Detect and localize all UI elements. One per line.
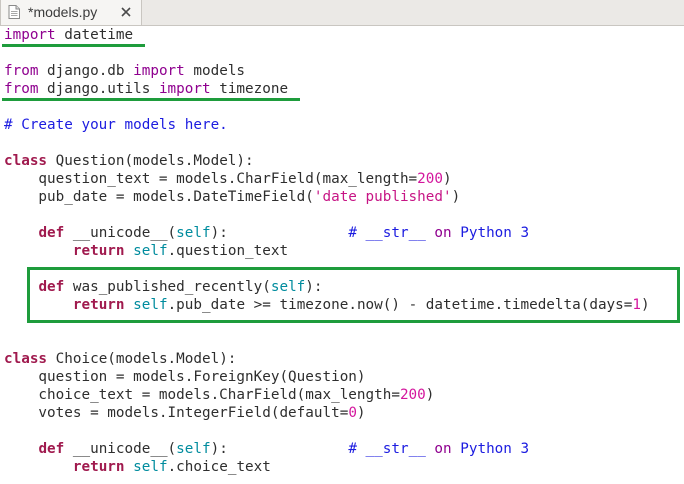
code-token: ) xyxy=(451,189,461,205)
code-token: self xyxy=(270,279,306,295)
code-token: votes = models.IntegerField(default= xyxy=(4,405,349,421)
code-token: Choice(models.Model): xyxy=(47,351,237,367)
code-token: ): xyxy=(210,441,349,457)
code-token: import xyxy=(4,27,56,43)
code-token: self xyxy=(176,225,211,241)
code-token: ): xyxy=(305,279,323,295)
code-token: 0 xyxy=(348,405,357,421)
code-token: ): xyxy=(210,225,349,241)
code-token: 200 xyxy=(417,171,443,187)
code-line: return self.pub_date >= timezone.now() -… xyxy=(4,296,650,314)
code-token: return xyxy=(72,297,125,313)
tab-bar: *models.py xyxy=(0,0,684,26)
code-token: ) xyxy=(443,171,452,187)
code-token xyxy=(125,459,134,475)
code-token: 200 xyxy=(399,387,426,403)
code-token: from xyxy=(4,81,39,97)
annotation-underline-import-datetime xyxy=(2,44,145,47)
code-token: question_text = models.CharField(max_len… xyxy=(4,171,418,187)
code-line: question = models.ForeignKey(Question) xyxy=(4,368,366,386)
code-token: django.db xyxy=(38,63,134,79)
code-token: Question(models.Model): xyxy=(47,153,254,169)
code-token xyxy=(4,225,38,241)
code-line: def __unicode__(self): # __str__ on Pyth… xyxy=(4,224,529,242)
code-token: import xyxy=(133,63,185,79)
code-token: # Create your models here. xyxy=(4,117,228,133)
code-token xyxy=(4,459,73,475)
code-token: 'date published' xyxy=(313,189,452,205)
code-line: votes = models.IntegerField(default=0) xyxy=(4,404,366,422)
code-token: __unicode__( xyxy=(64,225,177,241)
code-line: question_text = models.CharField(max_len… xyxy=(4,170,452,188)
code-token: Python 3 xyxy=(451,441,530,457)
code-token: 1 xyxy=(632,297,641,313)
code-editor[interactable]: import datetime from django.db import mod… xyxy=(0,26,684,484)
code-token: pub_date = models.DateTimeField( xyxy=(4,189,314,205)
code-token xyxy=(4,441,38,457)
code-token: on xyxy=(434,441,452,457)
code-line: return self.question_text xyxy=(4,242,288,260)
code-token: # __str__ xyxy=(348,441,435,457)
code-token xyxy=(4,243,73,259)
code-token: ) xyxy=(425,387,435,403)
code-token: choice_text = models.CharField(max_lengt… xyxy=(4,387,400,403)
code-token: self xyxy=(176,441,211,457)
code-token: def xyxy=(38,279,65,295)
code-token: from xyxy=(4,63,39,79)
code-token: # __str__ xyxy=(348,225,435,241)
file-icon xyxy=(8,5,20,19)
code-line: # Create your models here. xyxy=(4,116,228,134)
code-token: datetime xyxy=(55,27,134,43)
code-token: timezone xyxy=(210,81,289,97)
close-icon[interactable] xyxy=(120,6,132,18)
annotation-box-was-published-recently xyxy=(27,267,680,323)
code-token: question = models.ForeignKey(Question) xyxy=(4,369,366,385)
code-line: from django.utils import timezone xyxy=(4,80,288,98)
code-token: self xyxy=(133,243,168,259)
code-line: class Question(models.Model): xyxy=(4,152,254,170)
code-token: class xyxy=(4,153,48,169)
code-line: from django.db import models xyxy=(4,62,245,80)
code-token: on xyxy=(434,225,452,241)
code-token: models xyxy=(184,63,246,79)
code-token: .pub_date >= timezone.now() - datetime.t… xyxy=(167,297,633,313)
code-line: choice_text = models.CharField(max_lengt… xyxy=(4,386,434,404)
code-token: was_published_recently( xyxy=(64,279,271,295)
code-token: ) xyxy=(641,297,650,313)
code-token: ) xyxy=(356,405,366,421)
code-line: def was_published_recently(self): xyxy=(4,278,323,296)
annotation-underline-timezone-import xyxy=(2,98,300,101)
code-line: import datetime xyxy=(4,26,133,44)
code-token: self xyxy=(133,459,168,475)
tab-models-py[interactable]: *models.py xyxy=(0,0,142,25)
code-token: import xyxy=(158,81,211,97)
code-line: class Choice(models.Model): xyxy=(4,350,236,368)
code-token: def xyxy=(38,441,65,457)
code-token: class xyxy=(4,351,48,367)
code-line: def __unicode__(self): # __str__ on Pyth… xyxy=(4,440,529,458)
code-token xyxy=(125,243,134,259)
code-token: self xyxy=(133,297,168,313)
code-line: pub_date = models.DateTimeField('date pu… xyxy=(4,188,460,206)
code-token: .choice_text xyxy=(167,459,271,475)
code-token: .question_text xyxy=(167,243,289,259)
code-token: return xyxy=(72,459,125,475)
code-token: def xyxy=(38,225,65,241)
code-token: Python 3 xyxy=(451,225,530,241)
code-token: __unicode__( xyxy=(64,441,177,457)
code-token: return xyxy=(72,243,125,259)
code-token: django.utils xyxy=(38,81,159,97)
tab-title: *models.py xyxy=(28,4,98,20)
code-line: return self.choice_text xyxy=(4,458,271,476)
